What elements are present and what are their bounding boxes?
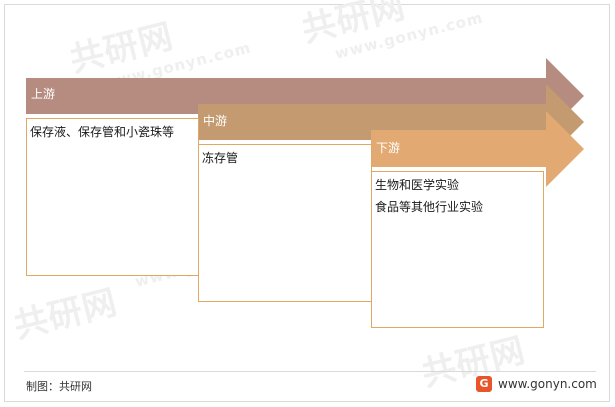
footer-site: G www.gonyn.com (476, 376, 597, 392)
gonyn-logo-icon: G (476, 376, 492, 392)
footer-credit: 制图：共研网 (26, 380, 92, 393)
downstream-box: 生物和医学实验 食品等其他行业实验 (371, 171, 544, 328)
midstream-arrow (198, 84, 584, 160)
downstream-item: 食品等其他行业实验 (375, 200, 484, 214)
midstream-label: 中游 (203, 114, 228, 128)
upstream-label: 上游 (31, 87, 56, 101)
upstream-box: 保存液、保存管和小瓷珠等 (26, 118, 199, 276)
upstream-arrow (26, 58, 584, 134)
footer-divider (24, 371, 596, 372)
downstream-item: 生物和医学实验 (375, 178, 460, 192)
midstream-item: 冻存管 (202, 151, 239, 165)
downstream-arrow (371, 111, 584, 187)
footer-site-url: www.gonyn.com (498, 377, 597, 391)
midstream-box: 冻存管 (198, 144, 372, 302)
downstream-label: 下游 (376, 141, 401, 155)
upstream-item: 保存液、保存管和小瓷珠等 (30, 125, 175, 139)
